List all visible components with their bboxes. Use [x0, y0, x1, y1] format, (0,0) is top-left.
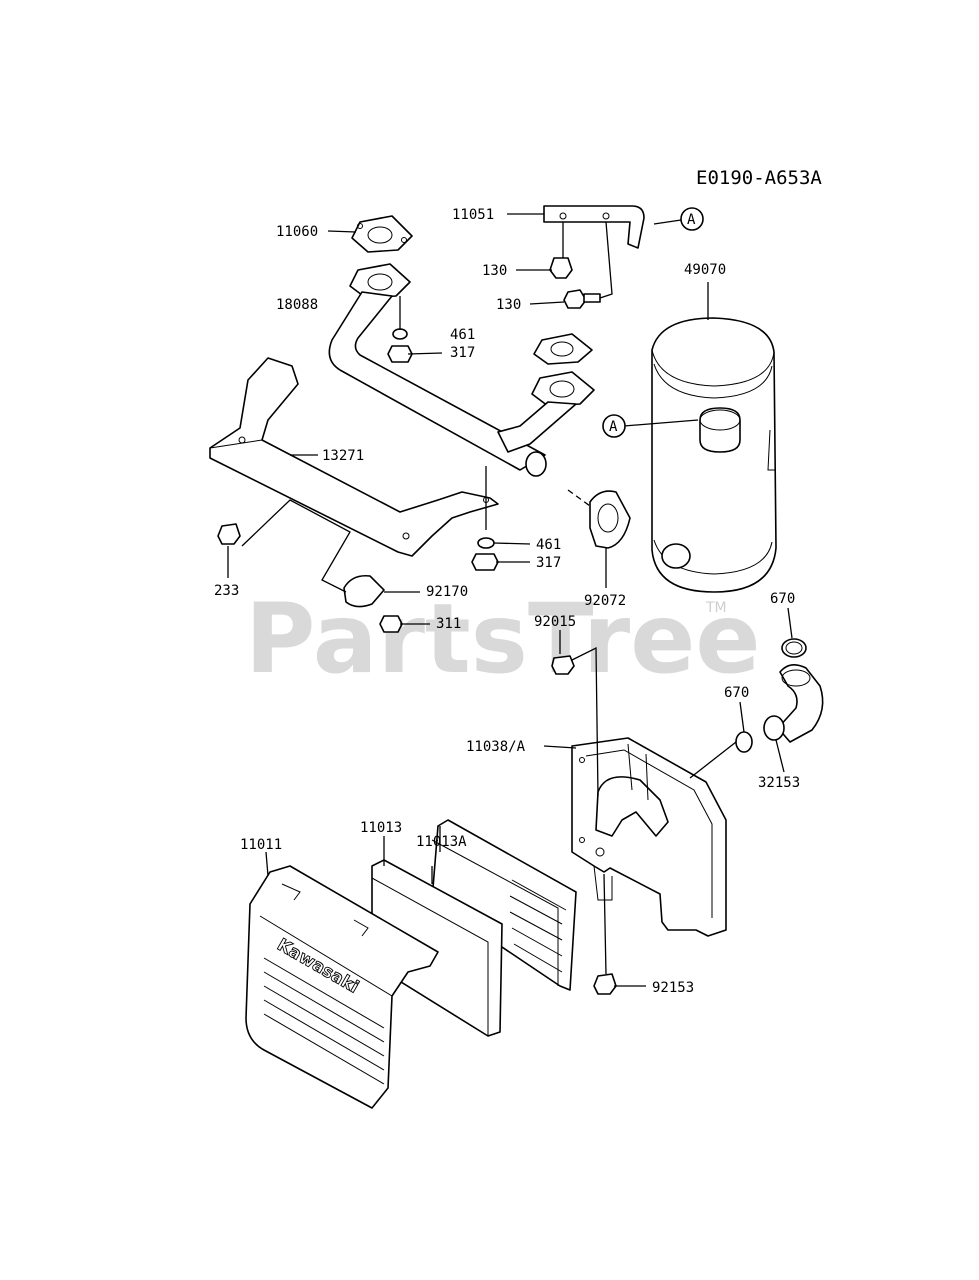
label-92153: 92153	[652, 980, 694, 996]
label-11011: 11011	[240, 837, 282, 853]
exhaust-pipe-18088[interactable]	[328, 263, 595, 477]
label-233: 233	[214, 583, 239, 599]
diagram-code: E0190-A653A	[696, 167, 822, 189]
nut-311[interactable]	[379, 615, 403, 633]
bolt-92153[interactable]	[593, 973, 617, 995]
watermark-trademark: TM	[705, 600, 727, 616]
label-32153: 32153	[758, 775, 800, 791]
label-11051: 11051	[452, 207, 494, 223]
nut-92015[interactable]	[551, 655, 575, 675]
air-cleaner-base-11038[interactable]	[571, 737, 727, 937]
svg-text:A: A	[687, 212, 696, 228]
ref-marker-a-top: A	[680, 207, 704, 231]
leader-lines	[227, 213, 793, 987]
label-130-a: 130	[482, 263, 507, 279]
o-ring-670-upper[interactable]	[781, 638, 807, 658]
cover-11011[interactable]: Kawasaki	[245, 865, 439, 1109]
label-92015: 92015	[534, 614, 576, 630]
label-18088: 18088	[276, 297, 318, 313]
label-317-upper: 317	[450, 345, 475, 361]
label-11013A: 11013A	[416, 834, 467, 850]
label-461-lower: 461	[536, 537, 561, 553]
clamp-92170[interactable]	[343, 574, 385, 608]
watermark: PartsTree	[245, 583, 760, 695]
o-ring-670-lower[interactable]	[735, 731, 753, 753]
washer-461-lower[interactable]	[477, 537, 495, 549]
elbow-32153[interactable]	[763, 664, 824, 743]
bolt-130-b[interactable]	[563, 289, 601, 309]
label-92072: 92072	[584, 593, 626, 609]
label-13271: 13271	[322, 448, 364, 464]
label-311: 311	[436, 616, 461, 632]
washer-461-upper[interactable]	[392, 328, 408, 340]
label-11013: 11013	[360, 820, 402, 836]
bolt-130-a[interactable]	[549, 257, 573, 279]
bolt-233[interactable]	[217, 523, 241, 545]
bracket-11051[interactable]	[543, 205, 645, 249]
label-670-upper: 670	[770, 591, 795, 607]
gasket-second[interactable]	[533, 333, 593, 365]
label-130-b: 130	[496, 297, 521, 313]
nut-317-lower[interactable]	[471, 553, 499, 571]
label-670-lower: 670	[724, 685, 749, 701]
label-317-lower: 317	[536, 555, 561, 571]
ref-marker-a-muffler: A	[602, 414, 626, 438]
label-461-upper: 461	[450, 327, 475, 343]
nut-317-upper[interactable]	[387, 345, 413, 363]
clamp-92072[interactable]	[589, 490, 631, 549]
label-11060: 11060	[276, 224, 318, 240]
svg-text:A: A	[609, 419, 618, 435]
label-11038: 11038/A	[466, 739, 526, 755]
gasket-11060[interactable]	[351, 215, 413, 253]
label-92170: 92170	[426, 584, 468, 600]
label-49070: 49070	[684, 262, 726, 278]
muffler-49070[interactable]	[651, 317, 777, 593]
